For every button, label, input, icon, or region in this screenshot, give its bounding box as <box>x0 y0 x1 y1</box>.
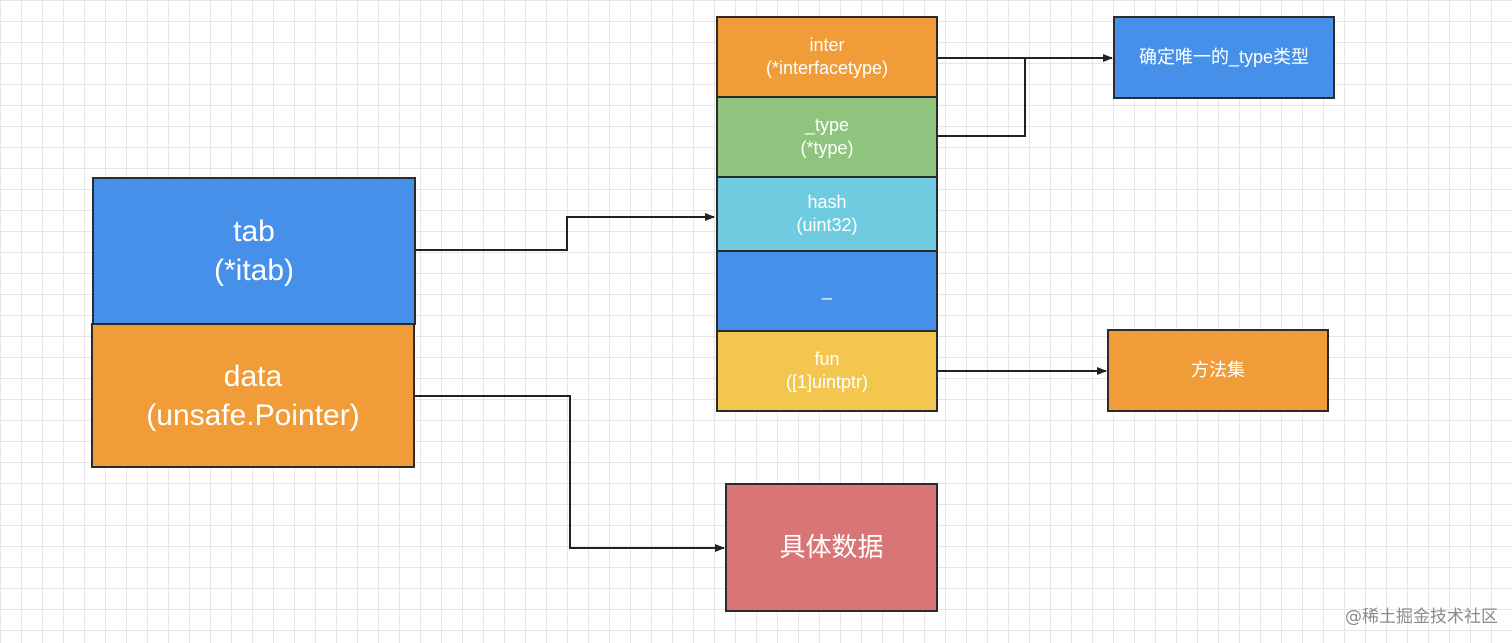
itab-inter-name: inter <box>809 34 845 55</box>
itab-hash-box: hash (uint32) <box>716 176 938 252</box>
unique-type-label: 确定唯一的_type类型 <box>1138 46 1310 67</box>
tab-field-box: tab (*itab) <box>92 177 416 325</box>
data-field-name: data <box>223 359 283 393</box>
method-set-box: 方法集 <box>1107 329 1329 412</box>
watermark: @稀土掘金技术社区 <box>1345 607 1498 627</box>
tab-field-type: (*itab) <box>213 254 295 287</box>
method-set-label: 方法集 <box>1191 359 1245 380</box>
data-field-box: data (unsafe.Pointer) <box>91 323 415 468</box>
data-field-type: (unsafe.Pointer) <box>146 398 360 432</box>
itab-type-type: (*type) <box>800 138 854 158</box>
itab-type-name: _type <box>804 114 850 135</box>
itab-fun-name: fun <box>814 348 840 369</box>
tab-field-name: tab <box>233 215 275 248</box>
itab-hash-name: hash <box>807 191 847 212</box>
itab-inter-box: inter (*interfacetype) <box>716 16 938 98</box>
concrete-data-box: 具体数据 <box>725 483 938 612</box>
itab-pad-box: _ <box>716 250 938 332</box>
connector-type-join <box>937 58 1026 137</box>
itab-type-box: _type (*type) <box>716 96 938 178</box>
arrow-tab-to-itab <box>415 213 715 251</box>
itab-pad-name: _ <box>821 280 832 301</box>
arrow-data-to-concrete <box>414 395 725 552</box>
itab-inter-type: (*interfacetype) <box>765 58 889 78</box>
itab-hash-type: (uint32) <box>796 215 858 235</box>
unique-type-box: 确定唯一的_type类型 <box>1113 16 1335 99</box>
itab-fun-type: ([1]uintptr) <box>785 372 869 392</box>
itab-fun-box: fun ([1]uintptr) <box>716 330 938 412</box>
concrete-data-label: 具体数据 <box>779 531 884 562</box>
